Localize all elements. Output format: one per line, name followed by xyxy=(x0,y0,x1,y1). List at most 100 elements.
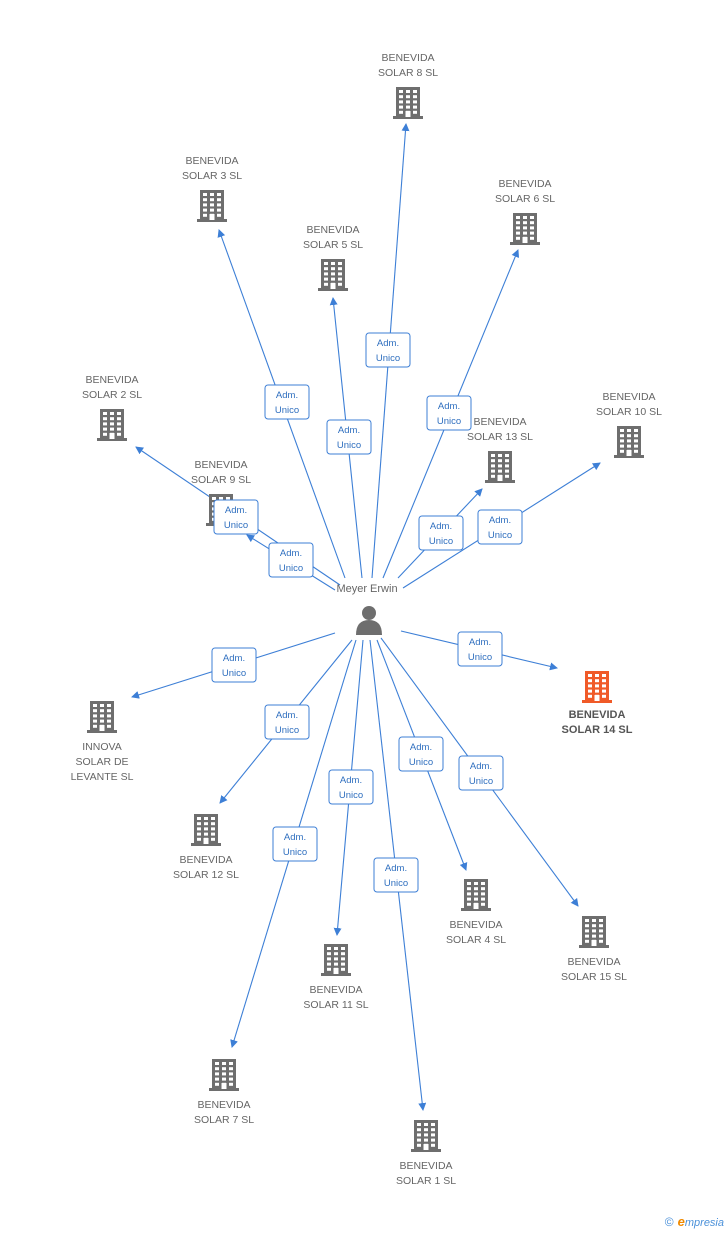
building-icon-door xyxy=(594,695,600,701)
relation-box xyxy=(373,857,419,893)
relation-label-s10[interactable]: Adm.Unico xyxy=(477,509,523,545)
relation-label-s14[interactable]: Adm.Unico xyxy=(457,631,503,667)
relation-text: Adm. xyxy=(223,653,245,664)
company-label: BENEVIDA xyxy=(194,459,247,471)
building-icon-window xyxy=(585,939,589,943)
building-icon-window xyxy=(110,417,114,421)
building-icon-door xyxy=(99,725,105,731)
relation-text: Adm. xyxy=(470,761,492,772)
building-icon-window xyxy=(399,105,403,109)
empresia-logo[interactable]: empresia xyxy=(677,1214,724,1229)
building-icon-window xyxy=(211,827,215,831)
company-label: SOLAR 2 SL xyxy=(82,389,142,401)
relation-label-s15[interactable]: Adm.Unico xyxy=(458,755,504,791)
building-icon-window xyxy=(602,679,606,683)
relation-label-s2[interactable]: Adm.Unico xyxy=(213,499,259,535)
company-label: SOLAR DE xyxy=(75,756,128,768)
relation-label-s5[interactable]: Adm.Unico xyxy=(326,419,372,455)
company-label: BENEVIDA xyxy=(197,1099,250,1111)
building-icon-door xyxy=(221,1083,227,1089)
relation-box xyxy=(458,755,504,791)
building-icon-window xyxy=(413,105,417,109)
relation-text: Unico xyxy=(468,652,492,663)
building-icon-window xyxy=(110,422,114,426)
building-icon-window xyxy=(505,464,509,468)
building-icon-window xyxy=(505,459,509,463)
center-person-node[interactable]: Meyer Erwin xyxy=(336,583,398,635)
building-icon-window xyxy=(424,1123,428,1126)
relation-label-s4[interactable]: Adm.Unico xyxy=(398,736,444,772)
relation-label-s1[interactable]: Adm.Unico xyxy=(373,857,419,893)
building-icon-base xyxy=(510,242,540,245)
building-icon xyxy=(321,944,351,976)
building-icon-window xyxy=(467,892,471,896)
building-icon-window xyxy=(592,924,596,928)
building-icon-window xyxy=(620,434,624,438)
building-icon-window xyxy=(634,434,638,438)
relation-label-s12[interactable]: Adm.Unico xyxy=(264,704,310,740)
building-icon-window xyxy=(203,203,207,207)
building-icon-window xyxy=(474,887,478,891)
relation-label-s6[interactable]: Adm.Unico xyxy=(426,395,472,431)
relation-label-s9[interactable]: Adm.Unico xyxy=(268,542,314,578)
relation-text: Adm. xyxy=(438,401,460,412)
building-icon-window xyxy=(588,684,592,688)
building-icon-window xyxy=(406,100,410,104)
building-icon-window xyxy=(481,892,485,896)
relation-label-s11[interactable]: Adm.Unico xyxy=(328,769,374,805)
building-icon-window xyxy=(481,887,485,891)
building-icon-window xyxy=(93,724,97,728)
company-label: SOLAR 10 SL xyxy=(596,406,662,418)
relation-box xyxy=(477,509,523,545)
relation-box xyxy=(268,542,314,578)
relation-text: Adm. xyxy=(410,742,432,753)
building-icon-base xyxy=(321,973,351,976)
building-icon-window xyxy=(334,957,338,961)
building-icon-window xyxy=(204,822,208,826)
building-icon-window xyxy=(498,464,502,468)
company-label: BENEVIDA xyxy=(567,956,620,968)
building-icon-window xyxy=(491,454,495,457)
relation-label-innova[interactable]: Adm.Unico xyxy=(211,647,257,683)
building-icon-window xyxy=(588,694,592,698)
building-icon-window xyxy=(110,427,114,431)
building-icon-window xyxy=(217,213,221,217)
building-icon xyxy=(614,426,644,458)
building-icon-window xyxy=(602,689,606,693)
building-icon-window xyxy=(222,1072,226,1076)
building-icon-window xyxy=(211,832,215,836)
building-icon-window xyxy=(602,684,606,688)
building-icon-window xyxy=(399,110,403,114)
relation-label-s7[interactable]: Adm.Unico xyxy=(272,826,318,862)
building-icon-window xyxy=(399,95,403,99)
building-icon-window xyxy=(474,892,478,896)
relation-label-s3[interactable]: Adm.Unico xyxy=(264,384,310,420)
company-label: SOLAR 1 SL xyxy=(396,1175,456,1187)
relation-label-s8[interactable]: Adm.Unico xyxy=(365,332,411,368)
building-icon-window xyxy=(203,208,207,212)
company-label: BENEVIDA xyxy=(473,416,526,428)
relation-text: Unico xyxy=(488,530,512,541)
building-icon-window xyxy=(93,714,97,718)
company-label: SOLAR 8 SL xyxy=(378,67,438,79)
building-icon-window xyxy=(204,832,208,836)
building-icon-window xyxy=(498,454,502,457)
relation-label-s13[interactable]: Adm.Unico xyxy=(418,515,464,551)
building-icon-window xyxy=(585,924,589,928)
